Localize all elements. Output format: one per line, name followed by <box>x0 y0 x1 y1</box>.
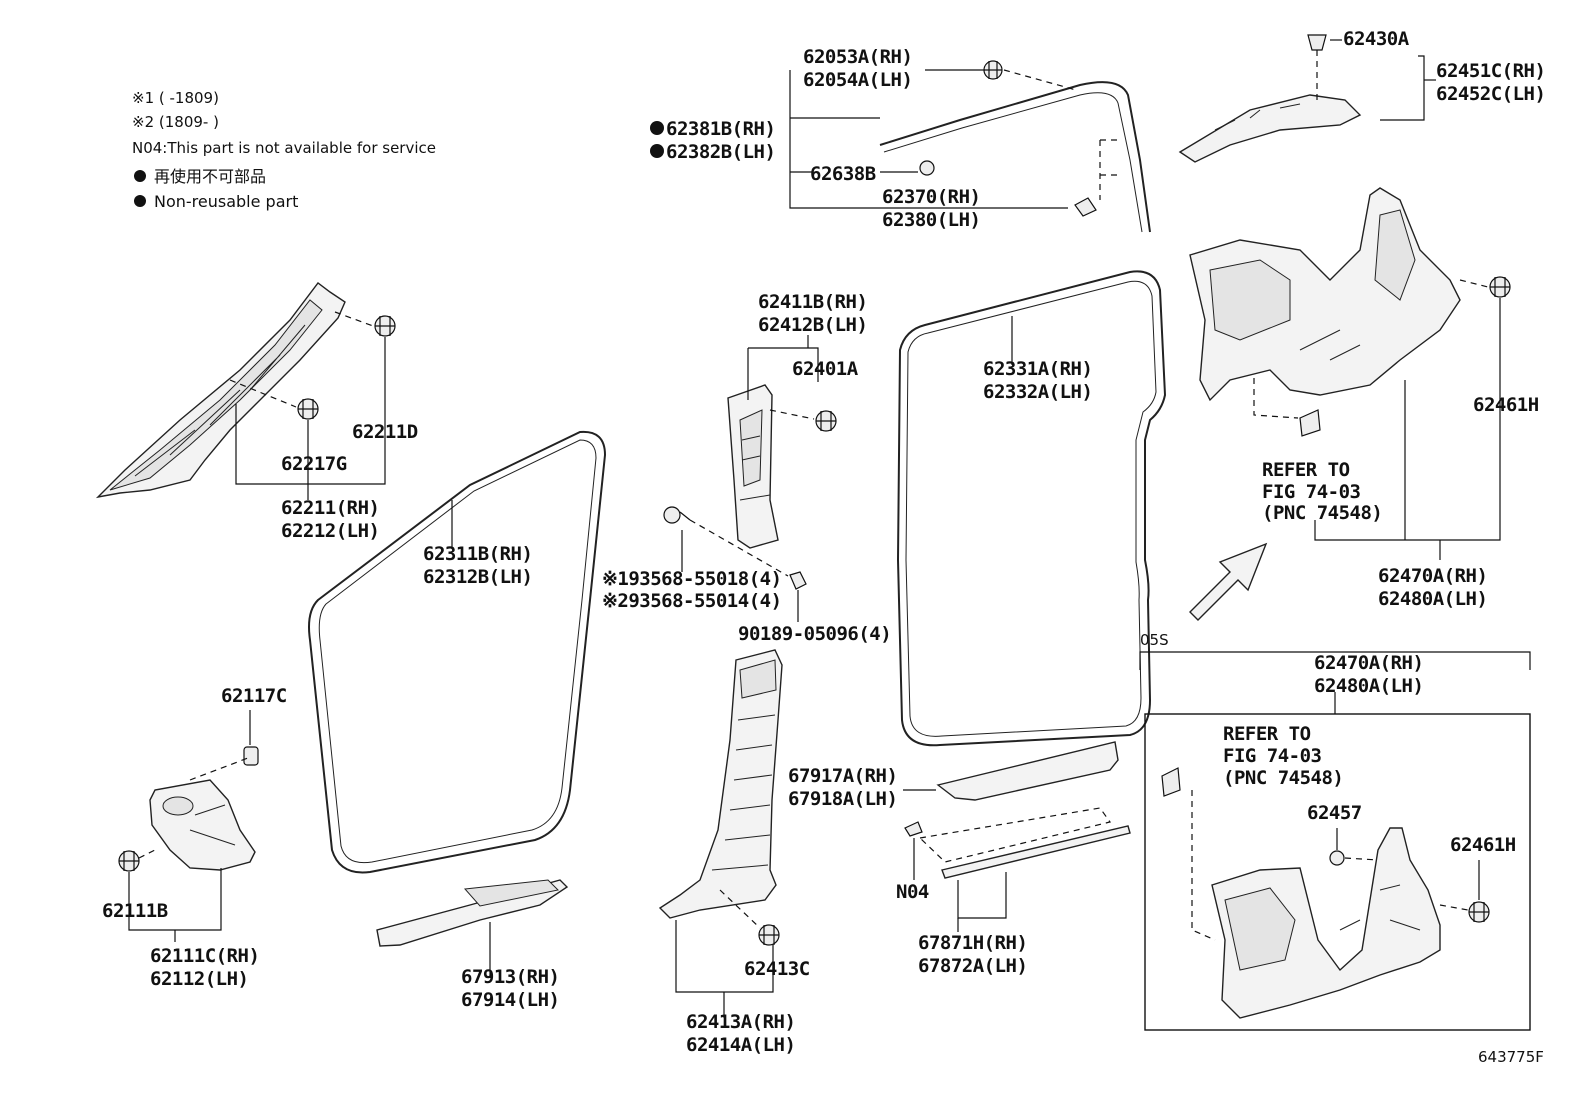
center-pillar-upper-garnish <box>727 384 779 549</box>
label-62638b: 62638B <box>810 163 876 185</box>
label-62382b-lh: 62382B(LH) <box>666 141 775 163</box>
label-67872a-lh: 67872A(LH) <box>918 955 1027 977</box>
label-62414a-lh: 62414A(LH) <box>686 1034 795 1056</box>
label-62370-rh: 62370(RH) <box>882 186 980 208</box>
label-62412b-lh: 62412B(LH) <box>758 314 867 336</box>
refer-box-line3: (PNC 74548) <box>1223 767 1343 789</box>
note-2: ※2 (1809- ) <box>132 113 219 131</box>
label-62117c: 62117C <box>221 685 287 707</box>
label-62480a-lh-box: 62480A(LH) <box>1314 675 1423 697</box>
bullet-icon <box>134 170 146 182</box>
label-62430a: 62430A <box>1343 28 1410 50</box>
label-62212-lh: 62212(LH) <box>281 520 379 542</box>
center-pillar-lower-garnish <box>658 649 783 919</box>
clip-62370-icon <box>1074 197 1097 217</box>
note-1: ※1 ( -1809) <box>132 89 219 107</box>
label-62452c-lh: 62452C(LH) <box>1436 83 1545 105</box>
refer-box-line1: REFER TO <box>1223 723 1311 745</box>
refer-pad-box-icon <box>1161 767 1181 797</box>
label-62332a-lh: 62332A(LH) <box>983 381 1092 403</box>
clip-n04-icon <box>904 821 923 837</box>
label-67918a-lh: 67918A(LH) <box>788 788 897 810</box>
quarter-trim-upper <box>1178 94 1362 163</box>
label-62413a-rh: 62413A(RH) <box>686 1011 795 1033</box>
label-67913-rh: 67913(RH) <box>461 966 559 988</box>
cowl-side-trim <box>149 779 256 871</box>
label-62480a-lh-top: 62480A(LH) <box>1378 588 1487 610</box>
label-62401a: 62401A <box>792 358 859 380</box>
label-62413c: 62413C <box>744 958 810 980</box>
refer-top-line3: (PNC 74548) <box>1262 502 1382 524</box>
label-62380-lh: 62380(LH) <box>882 209 980 231</box>
clip-62211d-icon <box>374 315 396 337</box>
front-door-weatherstrip <box>308 430 607 874</box>
clip-62413c-icon <box>758 924 780 946</box>
clip-62117c-icon <box>243 746 259 766</box>
label-90189-05096: 90189-05096(4) <box>738 623 891 645</box>
direction-arrow-icon <box>1189 542 1268 621</box>
label-62457: 62457 <box>1307 802 1362 824</box>
label-62054a-lh: 62054A(LH) <box>803 69 912 91</box>
label-93568-55014: ※293568-55014(4) <box>602 590 782 612</box>
clip-62461h-box-icon <box>1468 901 1490 923</box>
label-67914-lh: 67914(LH) <box>461 989 559 1011</box>
refer-box-line2: FIG 74-03 <box>1223 745 1322 767</box>
quarter-trim-lower-05s <box>1211 827 1441 1019</box>
note-n04: N04:This part is not available for servi… <box>132 139 436 157</box>
label-62111b: 62111B <box>102 900 168 922</box>
legend-en: Non-reusable part <box>154 192 298 211</box>
refer-top-line1: REFER TO <box>1262 459 1350 481</box>
clip-62461h-top-icon <box>1489 276 1511 298</box>
variant-05s-box <box>1144 713 1531 1031</box>
clip-62111b-icon <box>118 850 140 872</box>
label-62470a-rh-top: 62470A(RH) <box>1378 565 1487 587</box>
step-plate-67871h <box>918 807 1131 879</box>
label-62470a-rh-box: 62470A(RH) <box>1314 652 1423 674</box>
label-05s: 05S <box>1140 631 1169 649</box>
clip-62638b-icon <box>919 160 935 176</box>
label-62381b-rh: 62381B(RH) <box>666 118 775 140</box>
non-reusable-icon <box>650 144 664 158</box>
label-62053a-rh: 62053A(RH) <box>803 46 912 68</box>
label-62112-lh: 62112(LH) <box>150 968 248 990</box>
bullet-icon <box>134 195 146 207</box>
figure-number: 643775F <box>1478 1048 1544 1066</box>
notes-block: ※1 ( -1809) ※2 (1809- ) N04:This part is… <box>132 89 436 211</box>
label-62312b-lh: 62312B(LH) <box>423 566 532 588</box>
roof-side-weatherstrip <box>879 81 1151 233</box>
clip-62430a-icon <box>1307 34 1327 51</box>
refer-top-line2: FIG 74-03 <box>1262 481 1361 503</box>
label-62217g: 62217G <box>281 453 347 475</box>
clip-62217g-icon <box>297 398 319 420</box>
label-62411b-rh: 62411B(RH) <box>758 291 867 313</box>
front-scuff-plate <box>376 879 569 947</box>
label-62111c-rh: 62111C(RH) <box>150 945 259 967</box>
rear-scuff-plate <box>936 741 1119 801</box>
label-62461h-top: 62461H <box>1473 394 1539 416</box>
label-93568-55018: ※193568-55018(4) <box>602 568 782 590</box>
label-n04: N04 <box>896 881 929 903</box>
clip-62457-icon <box>1329 850 1345 866</box>
rear-door-weatherstrip <box>896 270 1167 747</box>
label-62211-rh: 62211(RH) <box>281 497 379 519</box>
clip-62401a-icon <box>815 410 837 432</box>
label-67917a-rh: 67917A(RH) <box>788 765 897 787</box>
label-62311b-rh: 62311B(RH) <box>423 543 532 565</box>
clip-62053a-icon <box>983 60 1003 80</box>
a-pillar-garnish <box>95 282 346 499</box>
label-67871h-rh: 67871H(RH) <box>918 932 1027 954</box>
quarter-trim-lower <box>1189 187 1461 402</box>
refer-pad-top-icon <box>1299 409 1321 437</box>
label-62211d: 62211D <box>352 421 418 443</box>
non-reusable-icon <box>650 121 664 135</box>
clip-90189-icon <box>789 571 807 590</box>
legend-jp: 再使用不可部品 <box>154 167 266 186</box>
label-62451c-rh: 62451C(RH) <box>1436 60 1545 82</box>
screw-93568-icon <box>663 506 691 524</box>
label-62461h-box: 62461H <box>1450 834 1516 856</box>
label-62331a-rh: 62331A(RH) <box>983 358 1092 380</box>
